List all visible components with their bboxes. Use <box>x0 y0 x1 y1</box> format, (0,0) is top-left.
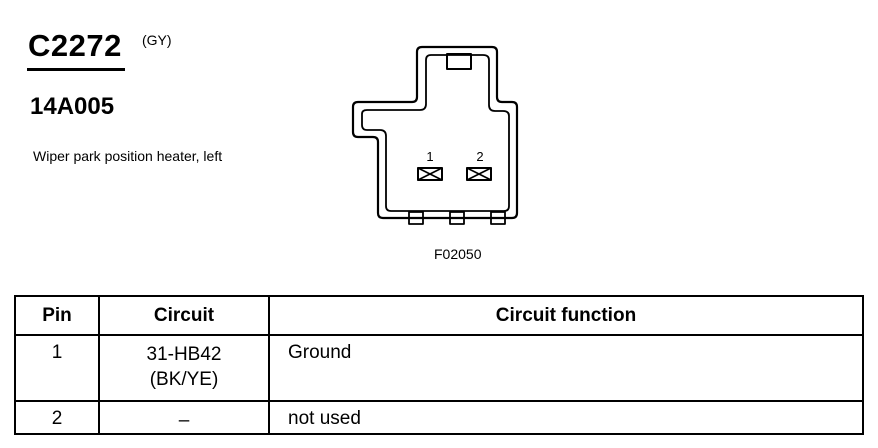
header-pin: Pin <box>14 295 100 336</box>
connector-id: C2272 <box>28 28 122 63</box>
housing-foot-left <box>408 211 424 225</box>
connector-housing-inner-outline <box>361 54 510 212</box>
header-circuit-function: Circuit function <box>268 295 864 336</box>
circuit-code: 31-HB42 <box>146 344 222 365</box>
housing-foot-right <box>490 211 506 225</box>
circuit-wire-color: (BK/YE) <box>149 369 219 390</box>
cell-circuit: 31-HB42 (BK/YE) <box>98 334 270 402</box>
cell-pin: 2 <box>14 400 100 435</box>
figure-id: F02050 <box>434 246 482 262</box>
cell-pin: 1 <box>14 334 100 402</box>
cell-circuit-function: Ground <box>268 334 864 402</box>
header-circuit: Circuit <box>98 295 270 336</box>
connector-face-diagram: 1 2 <box>351 45 519 225</box>
terminal-1 <box>417 167 443 181</box>
pin-table-header: Pin Circuit Circuit function <box>14 295 864 336</box>
connector-description: Wiper park position heater, left <box>33 148 223 164</box>
housing-foot-center <box>449 211 465 225</box>
pin-table: Pin Circuit Circuit function 1 31-HB42 (… <box>14 295 864 435</box>
cell-circuit: – <box>98 400 270 435</box>
table-row: 1 31-HB42 (BK/YE) Ground <box>14 334 864 402</box>
locking-tab <box>446 53 472 70</box>
part-number: 14A005 <box>30 93 115 120</box>
cell-circuit-function: not used <box>268 400 864 435</box>
pin-label-2: 2 <box>476 149 483 164</box>
connector-housing-outline <box>351 45 519 220</box>
terminal-2 <box>466 167 492 181</box>
table-row: 2 – not used <box>14 400 864 435</box>
connector-color-code: (GY) <box>142 32 172 48</box>
connector-id-underline <box>27 68 125 71</box>
pin-label-1: 1 <box>426 149 433 164</box>
